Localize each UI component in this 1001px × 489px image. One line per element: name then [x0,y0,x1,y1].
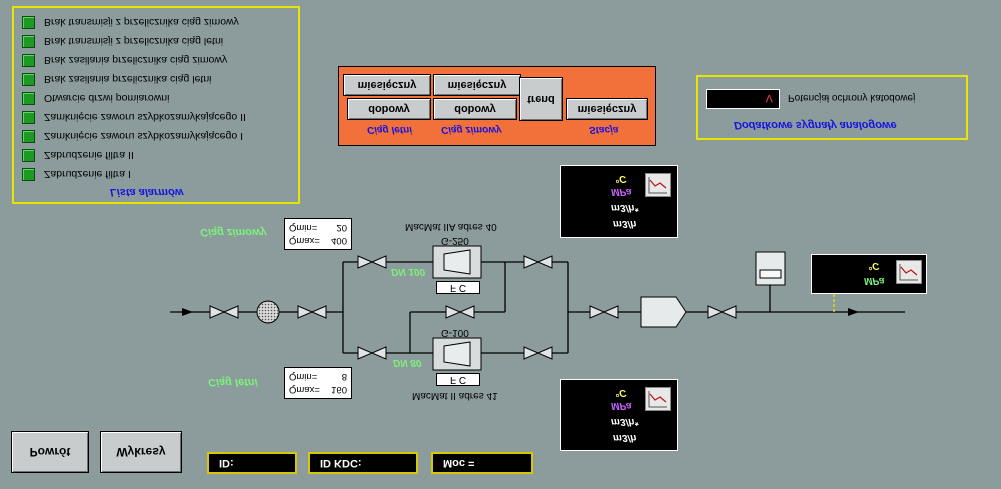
valve-icon[interactable] [445,305,475,319]
valve-icon[interactable] [589,305,619,319]
winter-flow-range: Qmin=20 Qmax=400 [284,218,352,250]
summer-line-label: Ciąg letni [208,376,258,388]
winter-line-label: Ciąg zimowy [200,226,267,238]
status-led-icon [22,34,35,48]
report-station-monthly-button[interactable]: miesięczny [566,98,648,120]
valve-icon[interactable] [357,255,387,269]
alarm-row: Zamknięcie zaworu szybkozamykającego II [22,109,246,125]
alarm-row: Brak transmisji z przelicznika ciąg letn… [22,33,223,49]
status-led-icon [22,148,35,162]
status-led-icon [22,91,35,105]
outlet-arrow-icon [848,308,859,316]
report-winter-daily-button[interactable]: dobowy [433,98,517,120]
pressure-transmitter-icon[interactable] [755,251,786,286]
charts-button[interactable]: Wykresy [100,431,182,473]
alarm-row: Zabrudzenie filtra II [22,147,134,163]
id-field: ID: [207,452,297,474]
flow-computer-summer-box[interactable]: F C [436,373,480,386]
valve-icon[interactable] [209,305,239,319]
report-summer-daily-button[interactable]: dobowy [347,98,431,120]
valve-icon[interactable] [297,305,327,319]
alarm-list-panel: Brak transmisji z przelicznika ciąg zimo… [12,6,300,204]
alarm-row: Otwarcie drzwi pomiarowni [22,90,169,106]
trend-chart-icon[interactable] [645,387,671,411]
status-led-icon [22,15,35,29]
inlet-arrow-icon [182,308,193,316]
report-trend-button[interactable]: trend [519,77,563,121]
summer-meter-caption: MacMat II adres 41 [412,390,498,401]
trend-chart-icon[interactable] [896,260,922,284]
analog-signals-panel: V Potencjał ochrony katodowej Dodatkowe … [696,75,968,140]
trend-chart-icon[interactable] [645,173,671,197]
reports-panel: miesięczny miesięczny dobowy dobowy tren… [338,66,656,146]
winter-meter-model: G-250 [441,235,469,246]
outlet-readout-box: °C MPa [811,254,927,294]
summer-flow-range: Qmin=8 Qmax=160 [284,367,352,399]
summer-meter-model: G-100 [441,327,469,338]
alarm-row: Zamknięcie zaworu szybkozamykającego I [22,128,243,144]
winter-meter-caption: MacMat IIA adres 40 [405,221,497,232]
alarm-row: Brak transmisji z przelicznika ciąg zimo… [22,14,239,30]
alarm-row: Zabrudzenie filtra I [22,166,131,182]
summer-dn-label: DN 80 [393,357,422,368]
gas-meter-summer-icon[interactable] [432,337,482,371]
back-button[interactable]: Powrót [11,431,89,473]
winter-readout-box: °C MPa m3/h* m3/h [560,165,678,238]
valve-icon[interactable] [357,346,387,360]
status-led-icon [22,53,35,67]
status-led-icon [22,72,35,86]
report-summer-monthly-button[interactable]: miesięczny [343,74,431,96]
status-led-icon [22,110,35,124]
alarm-row: Brak zasilania przelicznika ciąg zimowy [22,52,227,68]
filter-icon[interactable] [256,300,280,324]
valve-icon[interactable] [523,255,553,269]
flow-computer-winter-box[interactable]: F C [436,281,480,294]
summer-readout-box: °C MPa m3/h* m3/h [560,379,678,451]
valve-icon[interactable] [523,346,553,360]
power-field: Moc = [431,452,533,474]
valve-icon[interactable] [707,305,737,319]
id-kdc-field: ID KDC: [308,452,418,474]
cathodic-protection-value: V [706,89,780,109]
odorizer-icon[interactable] [640,296,687,328]
status-led-icon [22,129,35,143]
winter-dn-label: DN 100 [391,266,425,277]
alarm-row: Brak zasilania przelicznika ciąg letni [22,71,212,87]
status-led-icon [22,167,35,181]
gas-meter-winter-icon[interactable] [432,245,482,279]
